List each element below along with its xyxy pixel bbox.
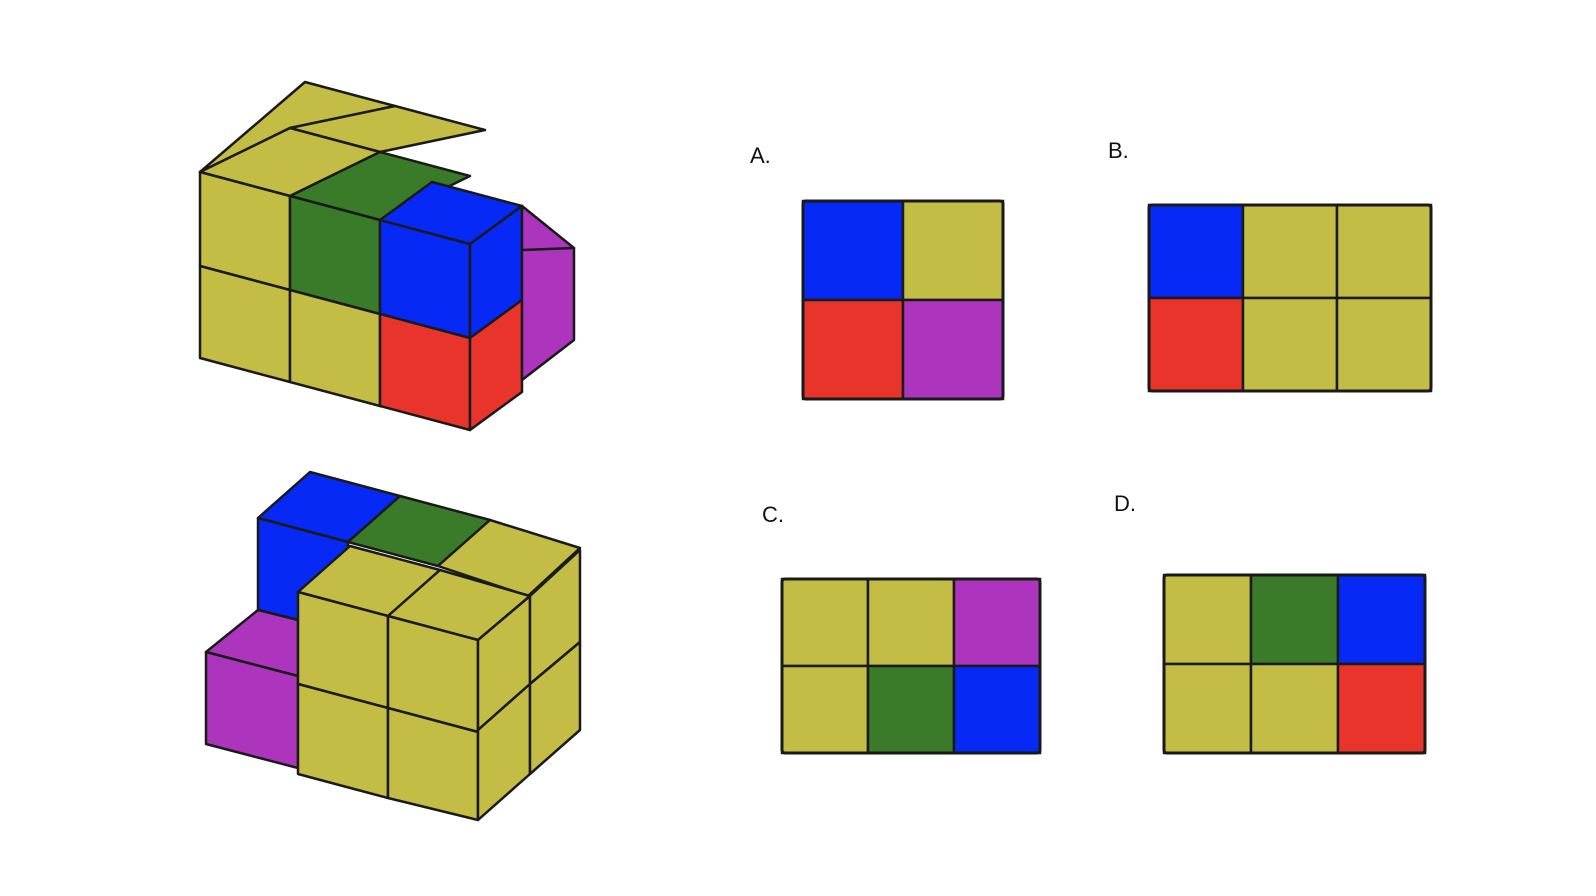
- option-a-border: [801, 199, 1005, 401]
- option-a-cell-r1c1: [801, 199, 905, 302]
- option-b[interactable]: B.: [1108, 138, 1433, 393]
- option-a-label: A.: [750, 143, 771, 168]
- option-b-grid: [1147, 203, 1433, 393]
- option-d-border: [1162, 573, 1427, 755]
- solid-view-2: [204, 470, 582, 822]
- option-c[interactable]: C.: [762, 502, 1042, 755]
- side-face-purple: [520, 246, 576, 382]
- option-b-label: B.: [1108, 138, 1129, 163]
- option-d-cell-r1c2: [1249, 573, 1340, 666]
- option-a[interactable]: A.: [750, 143, 1005, 401]
- option-b-cell-r2c2: [1241, 296, 1339, 393]
- option-c-cell-r2c3: [952, 664, 1042, 755]
- option-b-cell-r2c3: [1335, 296, 1433, 393]
- option-d-cell-r2c3: [1336, 662, 1427, 755]
- option-d-grid: [1162, 573, 1427, 755]
- option-c-cell-r2c2: [866, 664, 956, 755]
- option-c-cell-r2c1: [780, 664, 870, 755]
- option-b-border: [1147, 203, 1433, 393]
- option-b-cell-r1c2: [1241, 203, 1339, 300]
- option-d-label: D.: [1114, 491, 1136, 516]
- option-d-cell-r2c2: [1249, 662, 1340, 755]
- solid-view-1: [198, 80, 576, 432]
- option-a-cell-r1c2: [901, 199, 1005, 302]
- option-a-cell-r2c2: [901, 298, 1005, 401]
- option-c-border: [780, 577, 1042, 755]
- option-a-grid: [801, 199, 1005, 401]
- option-d-cell-r2c1: [1162, 662, 1253, 755]
- option-d[interactable]: D.: [1114, 491, 1427, 755]
- side-face-y-lower-back: [528, 640, 582, 776]
- option-b-cell-r2c1: [1147, 296, 1245, 393]
- option-b-cell-r1c3: [1335, 203, 1433, 300]
- option-c-label: C.: [762, 502, 784, 527]
- option-c-grid: [780, 577, 1042, 755]
- option-d-cell-r1c1: [1162, 573, 1253, 666]
- option-c-cell-r1c1: [780, 577, 870, 668]
- option-a-cell-r2c1: [801, 298, 905, 401]
- option-c-cell-r1c3: [952, 577, 1042, 668]
- option-c-cell-r1c2: [866, 577, 956, 668]
- side-face-red: [468, 298, 524, 432]
- option-b-cell-r1c1: [1147, 203, 1245, 300]
- option-d-cell-r1c3: [1336, 573, 1427, 666]
